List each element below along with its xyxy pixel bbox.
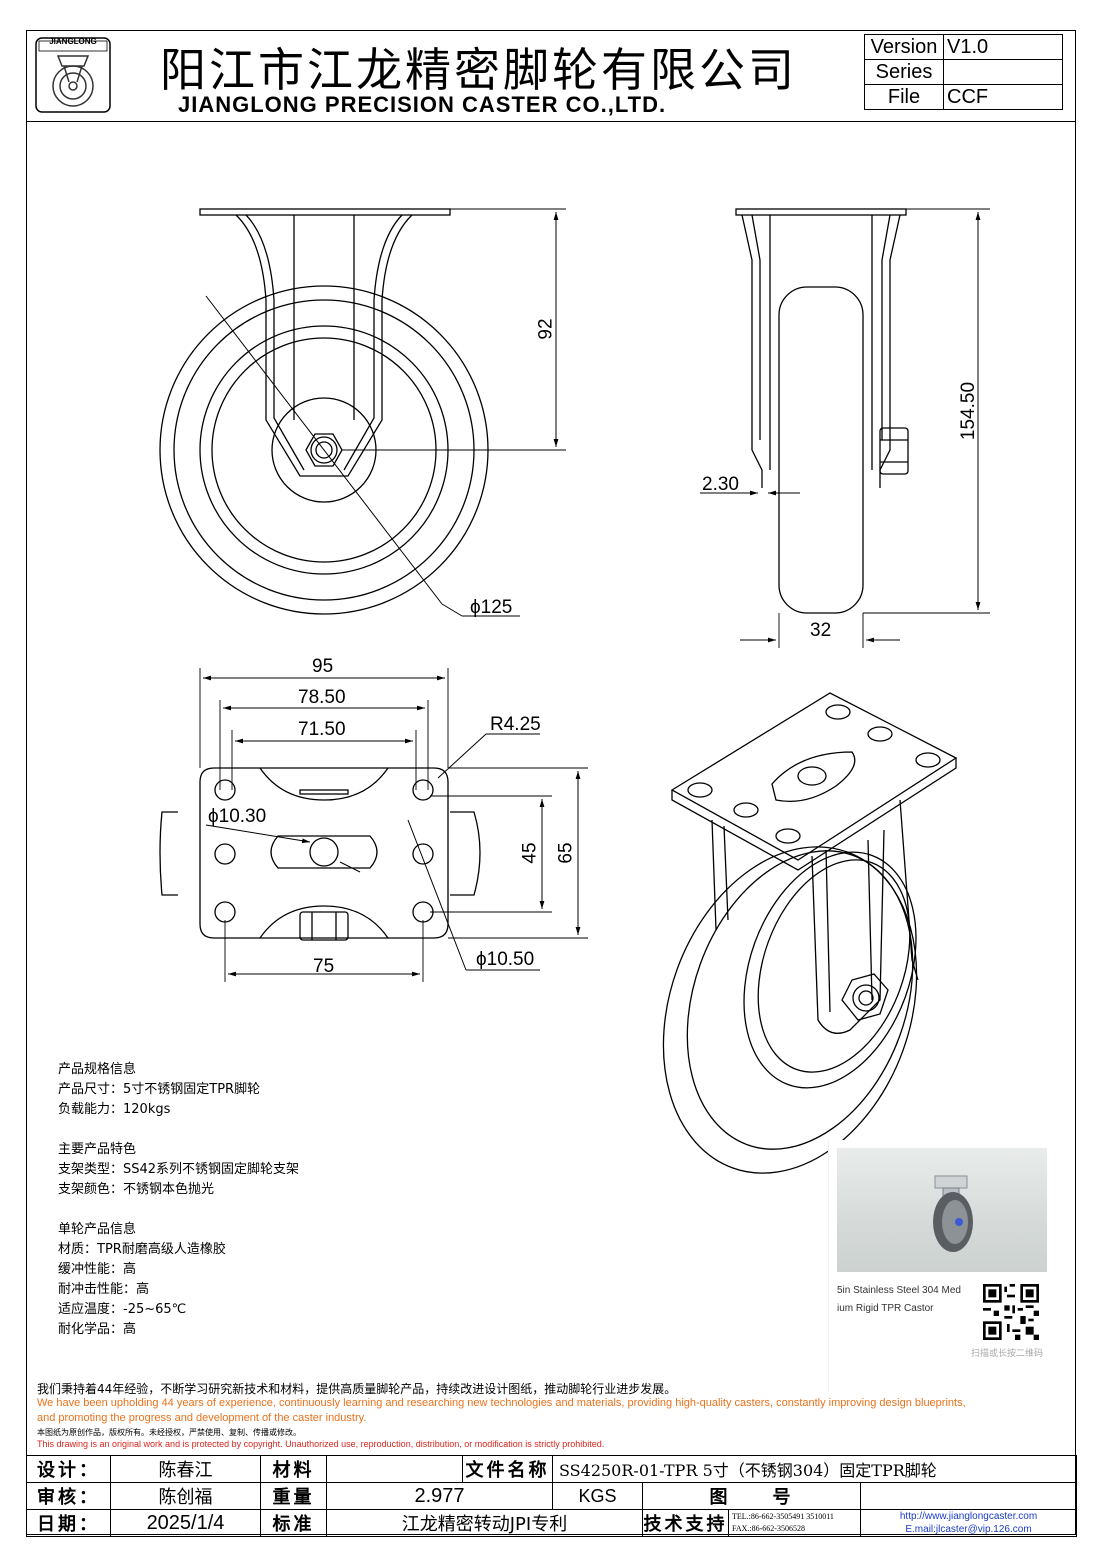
dim-hole-span-y: 45: [519, 842, 541, 864]
company-name-cn: 阳江市江龙精密脚轮有限公司: [160, 43, 797, 97]
dim-hole-span: 78.50: [298, 687, 346, 708]
weight-unit: KGS: [552, 1482, 643, 1510]
dim-bottom-span: 75: [313, 956, 335, 977]
dim-radius: R4.25: [490, 714, 541, 735]
title-block: 设计： 陈春江 材料 文件名称 SS4250R-01-TPR 5寸（不锈钢304…: [26, 1455, 1078, 1537]
product-specs: 产品规格信息 产品尺寸：5寸不锈钢固定TPR脚轮 负载能力：120kgs 主要产…: [58, 1060, 299, 1340]
copyright-en: This drawing is an original work and is …: [37, 1439, 605, 1449]
dim-plate-width: 95: [312, 656, 334, 677]
dim-total-height: 154.50: [958, 381, 980, 441]
dim-wheel-diameter: ϕ125: [470, 597, 513, 618]
isometric-view: [662, 692, 958, 1174]
spec-section-title: 产品规格信息: [58, 1062, 137, 1077]
product-card[interactable]: 5in Stainless Steel 304 Med ium Rigid TP…: [828, 1140, 1055, 1390]
front-view: [159, 208, 566, 617]
filename-label: 文件名称: [462, 1455, 553, 1483]
spec-size: 产品尺寸：5寸不锈钢固定TPR脚轮: [58, 1082, 261, 1097]
filename-value: SS4250R-01-TPR 5寸（不锈钢304）固定TPR脚轮: [551, 1455, 1078, 1483]
version-value: V1.0: [943, 34, 1063, 60]
date-value: 2025/1/4: [110, 1509, 261, 1537]
website-link[interactable]: http://www.jianglongcaster.com: [899, 1511, 1038, 1522]
product-photo: [837, 1148, 1047, 1272]
spec-load: 负载能力：120kgs: [58, 1102, 171, 1117]
spec-cushion: 缓冲性能：高: [58, 1262, 137, 1277]
date-label: 日期：: [26, 1509, 111, 1537]
spec-section-title: 主要产品特色: [58, 1142, 137, 1157]
dim-wheel-width: 32: [810, 620, 832, 641]
company-logo: [35, 37, 111, 113]
dim-height-92: 92: [535, 318, 557, 340]
design-label: 设计：: [26, 1455, 111, 1483]
spec-temperature: 适应温度：-25~65℃: [58, 1302, 187, 1317]
material-label: 材料: [260, 1455, 327, 1483]
weight-label: 重量: [260, 1482, 327, 1510]
spec-material: 材质：TPR耐磨高级人造橡胶: [58, 1242, 226, 1257]
statement-en-2: and promoting the progress and developme…: [37, 1412, 367, 1424]
dim-plate-thickness: 2.30: [702, 474, 739, 495]
drawing-no-label: 图 号: [642, 1482, 861, 1510]
contact-web[interactable]: http://www.jianglongcaster.com E.mail:jl…: [859, 1509, 1078, 1537]
dim-plate-length: 65: [555, 842, 577, 864]
spec-bracket-type: 支架类型：SS42系列不锈钢固定脚轮支架: [58, 1162, 300, 1177]
reviewer: 陈创福: [110, 1482, 261, 1510]
email-link[interactable]: E.mail:jlcaster@vip.126.com: [905, 1524, 1032, 1535]
designer: 陈春江: [110, 1455, 261, 1483]
statement-cn: 我们秉持着44年经验，不断学习研究新技术和材料，提供高质量脚轮产品，持续改进设计…: [37, 1382, 677, 1396]
dim-bolt-hole: ϕ10.50: [476, 949, 535, 970]
qr-caption: 扫描或长按二维码: [971, 1349, 1044, 1359]
qr-code[interactable]: [983, 1284, 1039, 1340]
review-label: 审核：: [26, 1482, 111, 1510]
standard-label: 标准: [260, 1509, 327, 1537]
spec-section-title: 单轮产品信息: [58, 1222, 137, 1237]
company-name-en: JIANGLONG PRECISION CASTER CO.,LTD.: [178, 92, 667, 117]
series-value: [943, 59, 1063, 85]
file-value: CCF: [943, 84, 1063, 110]
header-divider: [26, 121, 1076, 122]
dim-center-hole: ϕ10.30: [208, 806, 267, 827]
spec-chemical: 耐化学品：高: [58, 1322, 137, 1337]
material-value: [326, 1455, 463, 1483]
version-label: Version: [864, 34, 944, 60]
spec-impact: 耐冲击性能：高: [58, 1282, 150, 1297]
standard-value: 江龙精密转动JPI专利: [326, 1509, 643, 1537]
drawing-no-value: [859, 1482, 1078, 1510]
dim-slot-span: 71.50: [298, 719, 346, 740]
statement-en-1: We have been upholding 44 years of exper…: [37, 1397, 966, 1409]
copyright-cn: 本图纸为原创作品，版权所有。未经授权，严禁使用、复制、传播或修改。: [37, 1428, 301, 1437]
product-caption: 5in Stainless Steel 304 Med ium Rigid TP…: [837, 1285, 961, 1314]
side-view: [700, 208, 990, 648]
logo-text: JIANGLONG: [49, 37, 97, 46]
spec-bracket-color: 支架颜色：不锈钢本色抛光: [58, 1182, 215, 1197]
weight-value: 2.977: [326, 1482, 553, 1510]
contact-phone: TEL.:86-662-3505491 3510011 FAX.:86-662-…: [728, 1509, 861, 1537]
support-label: 技术支持: [642, 1509, 729, 1537]
top-view: [159, 668, 588, 982]
